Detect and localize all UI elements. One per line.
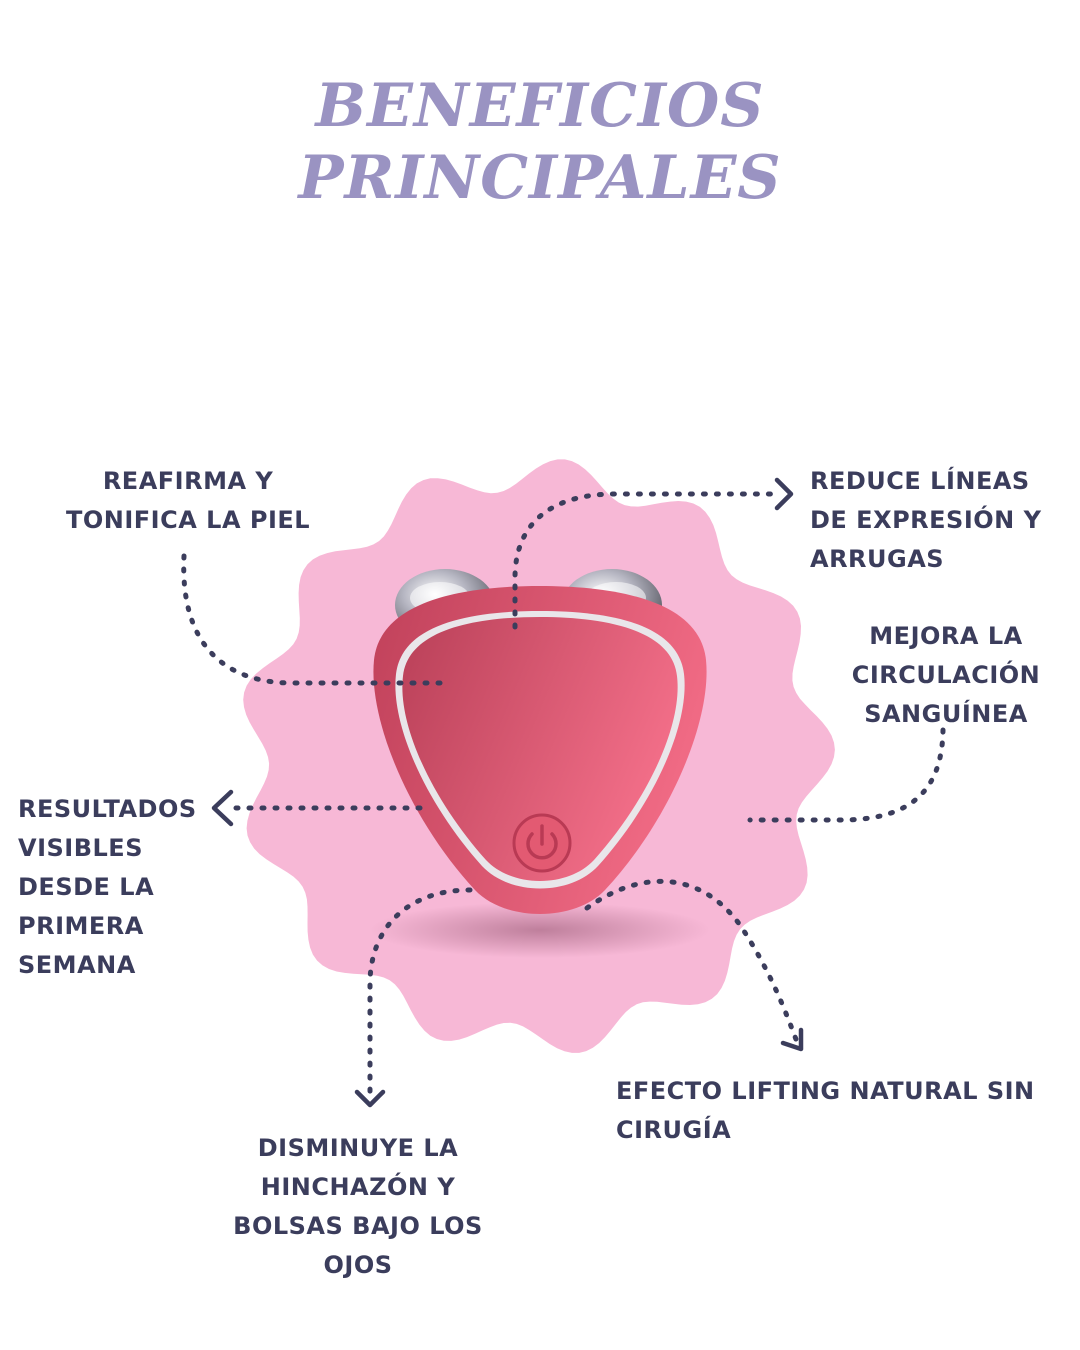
device-shadow (370, 902, 710, 958)
benefit-results-line-5: SEMANA (18, 951, 136, 979)
benefit-lift-line-2: CIRUGÍA (616, 1116, 732, 1144)
page-title: BENEFICIOS PRINCIPALES (0, 70, 1080, 214)
benefit-firm-line-1: REAFIRMA Y (102, 467, 274, 495)
arrow-firm (181, 553, 445, 686)
benefit-firm: REAFIRMA Y TONIFICA LA PIEL (66, 462, 310, 540)
benefit-results-line-3: DESDE LA (18, 873, 155, 901)
arrow-circ (747, 727, 946, 823)
benefit-swell-line-2: HINCHAZÓN Y (260, 1173, 456, 1201)
benefit-circ-line-2: CIRCULACIÓN (851, 661, 1041, 689)
benefit-swell-line-3: BOLSAS BAJO LOS (233, 1212, 483, 1240)
benefit-lines: REDUCE LÍNEAS DE EXPRESIÓN Y ARRUGAS (810, 462, 1041, 579)
power-icon (512, 813, 572, 873)
benefit-results: RESULTADOS VISIBLES DESDE LA PRIMERA SEM… (18, 790, 197, 985)
benefit-swell-line-4: OJOS (323, 1251, 393, 1279)
title-line-1: BENEFICIOS (315, 71, 765, 141)
benefit-lift: EFECTO LIFTING NATURAL SIN CIRUGÍA (616, 1072, 1035, 1150)
benefit-lines-line-1: REDUCE LÍNEAS (810, 467, 1030, 495)
arrow-swell (367, 887, 473, 1103)
benefit-swell-line-1: DISMINUYE LA (257, 1134, 459, 1162)
benefit-firm-line-2: TONIFICA LA PIEL (66, 506, 311, 534)
benefit-circ: MEJORA LA CIRCULACIÓN SANGUÍNEA (846, 617, 1046, 734)
benefit-lift-line-1: EFECTO LIFTING NATURAL SIN (616, 1077, 1035, 1105)
benefit-lines-line-2: DE EXPRESIÓN Y (810, 506, 1042, 534)
benefit-lines-line-3: ARRUGAS (810, 545, 945, 573)
arrow-lift (584, 878, 800, 1045)
arrowhead-lines (774, 477, 794, 511)
device-face (402, 617, 678, 881)
arrow-lines (512, 491, 783, 630)
arrowhead-swell (354, 1089, 386, 1108)
benefit-results-line-4: PRIMERA (18, 912, 144, 940)
arrowhead-lift (780, 1027, 804, 1052)
benefit-swell: DISMINUYE LA HINCHAZÓN Y BOLSAS BAJO LOS… (218, 1129, 498, 1285)
benefit-results-line-1: RESULTADOS (18, 795, 197, 823)
title-line-2: PRINCIPALES (298, 143, 782, 213)
benefit-circ-line-1: MEJORA LA (869, 622, 1023, 650)
benefit-circ-line-3: SANGUÍNEA (864, 700, 1028, 728)
arrowhead-results (211, 789, 234, 827)
benefit-results-line-2: VISIBLES (18, 834, 143, 862)
